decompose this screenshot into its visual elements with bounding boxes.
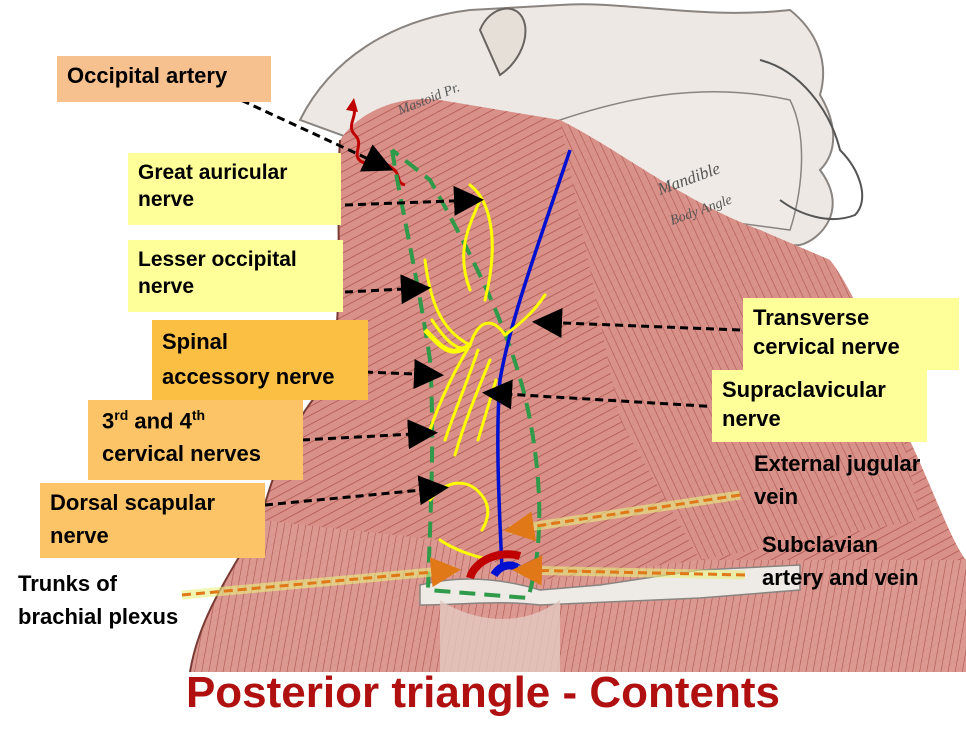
label-lesser-occipital-line1: Lesser occipital [138,248,297,271]
label-transverse-cervical-line1: Transverse [753,305,870,330]
label-cervical-rd: rd [114,407,129,423]
label-external-jugular-vein: External jugular vein [754,450,964,511]
label-supraclavicular-line1: Supraclavicular [722,377,886,402]
label-lesser-occipital-nerve: Lesser occipital nerve [128,240,343,312]
occipital-artery-tip [346,98,358,112]
label-lesser-occipital-line2: nerve [138,275,195,299]
label-dorsal-scapular-nerve: Dorsal scapular nerve [40,483,265,558]
orange-pointers [181,493,746,597]
label-cervical-3: 3 [102,408,115,434]
label-great-auricular-line1: Great auricular [138,161,288,184]
chest-skin [440,600,560,672]
label-cervical-nerves-line2: cervical nerves [102,440,262,466]
label-ext-jugular-line1: External jugular [754,451,921,476]
label-subclavian-line1: Subclavian [762,532,879,557]
label-supraclavicular-nerve: Supraclavicular nerve [712,370,927,442]
label-cervical-th: th [191,407,206,423]
label-transverse-cervical-nerve: Transverse cervical nerve [743,298,959,370]
label-dorsal-scapular-line2: nerve [50,522,109,548]
label-dorsal-scapular-line1: Dorsal scapular [50,490,216,515]
subclavian-artery [466,550,522,580]
label-spinal-accessory-nerve: Spinal accessory nerve [152,320,368,400]
pointer-arrows [229,93,741,507]
label-occipital-artery-text: Occipital artery [67,63,228,88]
label-trunks-line2: brachial plexus [18,603,179,629]
label-cervical-nerves-line1: 3rd and 4th [102,406,293,436]
jaw-outline [759,59,864,221]
anterior-muscles [560,120,920,560]
label-great-auricular-line2: nerve [138,188,195,212]
label-subclavian-line2: artery and vein [762,564,919,590]
label-subclavian-artery-vein: Subclavian artery and vein [762,531,962,592]
label-great-auricular-nerve: Great auricular nerve [128,153,341,225]
label-trunks-line1: Trunks of [18,571,118,596]
spinal-accessory-nerve-path [423,328,472,354]
label-ext-jugular-line2: vein [754,483,799,509]
diagram-title: Posterior triangle - Contents [185,668,781,717]
ear-outline [478,7,527,77]
label-transverse-cervical-line2: cervical nerve [753,333,900,359]
label-supraclavicular-line2: nerve [722,405,781,431]
label-cervical-and4: and 4 [128,408,192,434]
label-occipital-artery: Occipital artery [57,56,271,102]
label-spinal-accessory-line2: accessory nerve [162,363,335,389]
label-trunks-brachial-plexus: Trunks of brachial plexus [18,570,218,631]
label-cervical-nerves: 3rd and 4th cervical nerves [88,400,303,480]
label-spinal-accessory-line1: Spinal [162,329,229,354]
